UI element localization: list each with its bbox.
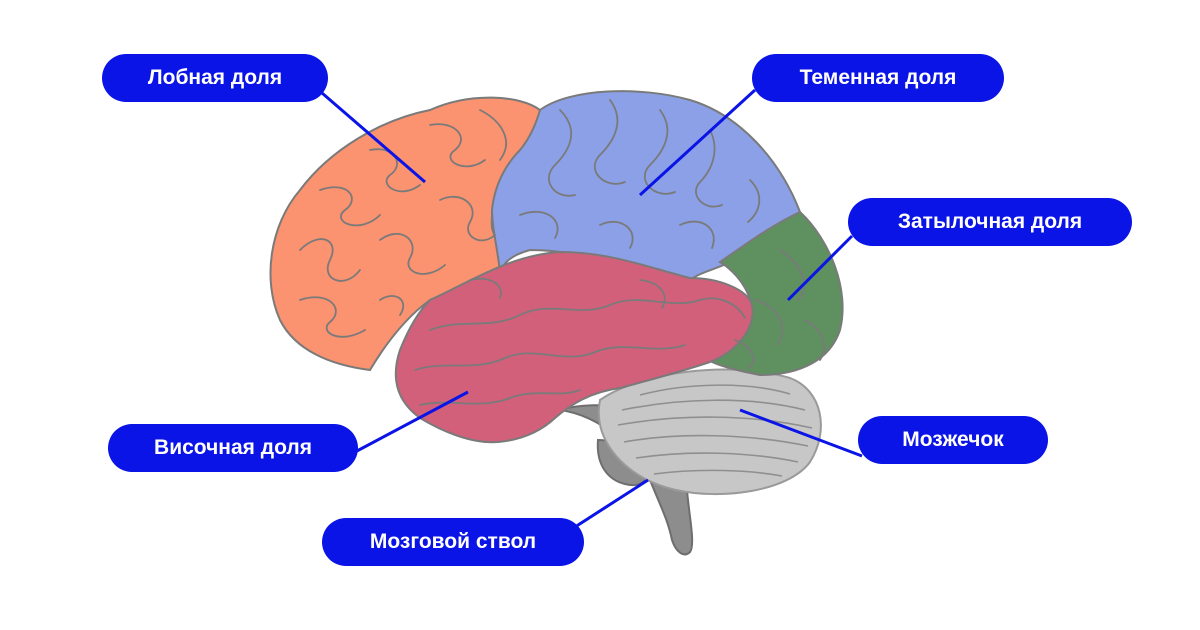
- label-frontal-lobe: Лобная доля: [102, 54, 328, 102]
- cerebellum-region: [597, 368, 822, 496]
- label-cerebellum: Мозжечок: [858, 416, 1048, 464]
- pointer-temporal: [354, 390, 469, 454]
- pointer-brainstem: [574, 478, 649, 529]
- label-occipital-lobe: Затылочная доля: [848, 198, 1132, 246]
- pointer-frontal: [321, 91, 426, 184]
- parietal-lobe-gyri: [519, 99, 761, 249]
- pointer-occipital: [786, 234, 854, 302]
- label-temporal-lobe: Височная доля: [108, 424, 358, 472]
- label-parietal-lobe: Теменная доля: [752, 54, 1004, 102]
- pointer-parietal: [638, 88, 757, 197]
- label-brainstem: Мозговой ствол: [322, 518, 584, 566]
- occipital-lobe-gyri: [734, 249, 826, 369]
- pointer-cerebellum: [739, 408, 863, 458]
- cerebellum-folia: [617, 384, 813, 477]
- temporal-lobe-region: [394, 250, 754, 444]
